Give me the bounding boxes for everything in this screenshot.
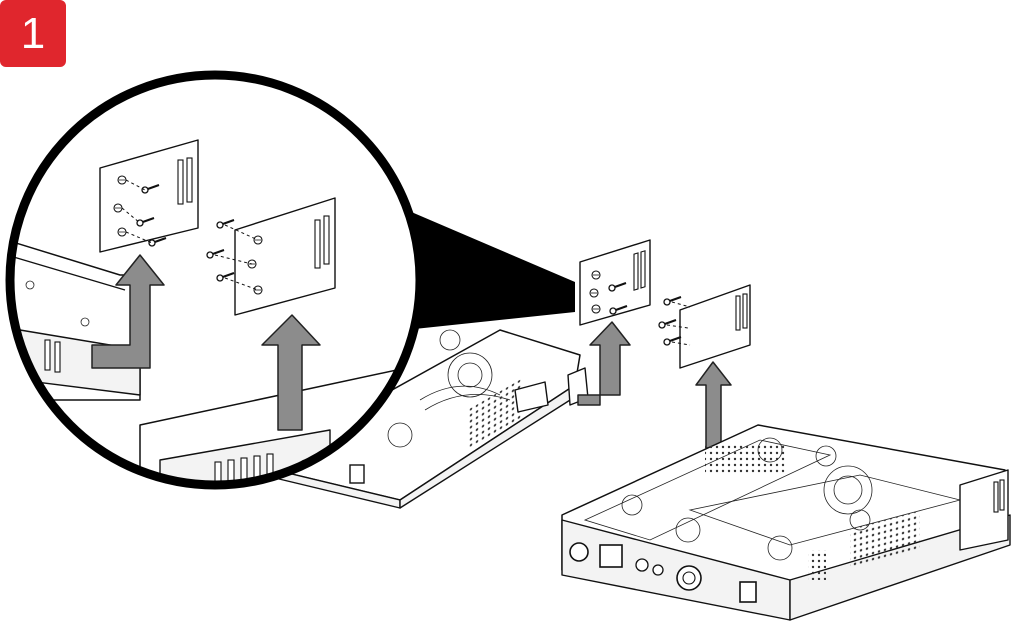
mounting-bracket-middle-right: [658, 284, 751, 369]
step-number-badge: 1: [0, 0, 66, 67]
removal-arrow-middle: [577, 321, 631, 406]
amplifier-unit-middle: [274, 329, 589, 509]
removal-arrow-zoom-left: [91, 254, 165, 369]
removal-arrow-zoom-right: [261, 314, 321, 431]
zoom-callout: [5, 70, 425, 490]
mounting-bracket-zoom-left: [99, 139, 199, 253]
removal-arrow-right: [695, 361, 732, 449]
mounting-bracket-zoom-right: [206, 197, 336, 316]
callout-pointer: [395, 205, 575, 330]
amplifier-unit-right: [514, 381, 1011, 621]
mounting-bracket-middle-left: [579, 239, 651, 326]
step-number: 1: [20, 8, 46, 58]
